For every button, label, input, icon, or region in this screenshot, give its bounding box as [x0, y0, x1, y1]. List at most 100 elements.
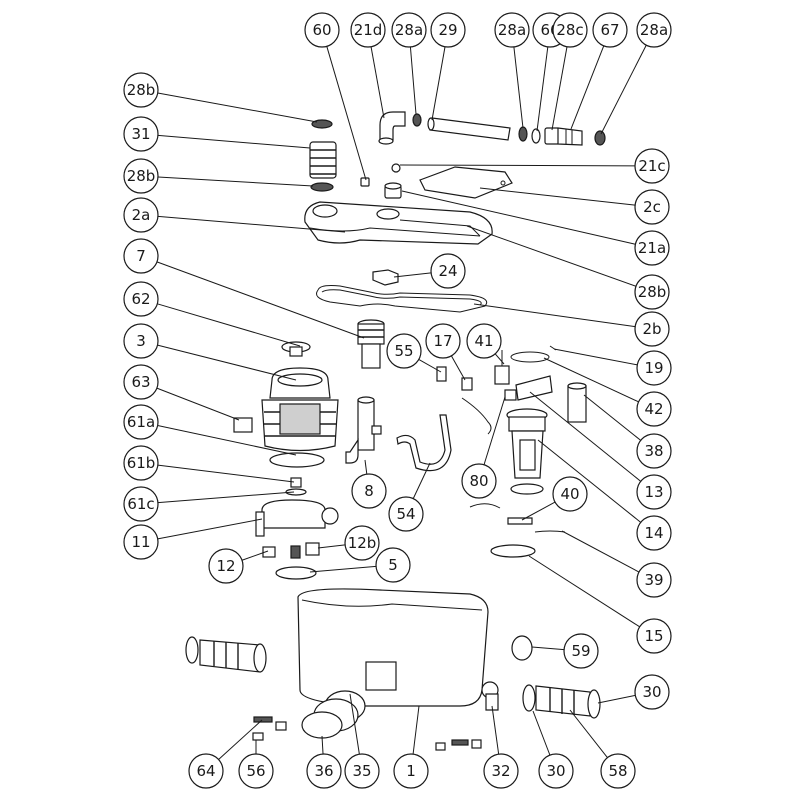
callout-circle [634, 274, 670, 310]
callout-62: 62 [123, 281, 159, 317]
callout-41: 41 [466, 323, 502, 359]
callout-label: 14 [644, 524, 663, 542]
leader-line [399, 164, 636, 167]
callout-label: 11 [131, 533, 150, 551]
callout-56: 56 [238, 753, 274, 789]
part-31-bellows [309, 141, 337, 179]
leader-line [156, 261, 365, 339]
leader-lines [156, 44, 647, 760]
leader-line [473, 303, 636, 328]
part-42-ring [510, 351, 550, 363]
leader-line [157, 303, 301, 347]
callout-42: 42 [636, 391, 672, 427]
callout-31: 31 [123, 116, 159, 152]
callout-label: 30 [642, 683, 661, 701]
leader-line [521, 501, 556, 521]
callout-circle [344, 525, 380, 561]
part-21d-elbow [378, 111, 406, 145]
part-5-disc [275, 566, 317, 580]
callout-circle [494, 12, 530, 48]
callout-8: 8 [351, 473, 387, 509]
callout-80: 80 [461, 463, 497, 499]
leader-line [561, 530, 640, 573]
callout-5: 5 [375, 547, 411, 583]
callout-circle [123, 323, 159, 359]
callout-circle [600, 753, 636, 789]
part-loose-block-1 [435, 742, 446, 751]
callout-circle [636, 515, 672, 551]
callout-58: 58 [600, 753, 636, 789]
part-14-pressure-assembly [506, 408, 548, 495]
callout-label: 28a [640, 21, 668, 39]
leader-line [583, 394, 642, 441]
callout-59: 59 [563, 633, 599, 669]
callout-label: 64 [196, 762, 215, 780]
leader-line [483, 396, 506, 465]
part-12-block [262, 546, 276, 558]
part-80-sensor [504, 389, 517, 401]
leader-line [309, 565, 377, 573]
callout-label: 8 [364, 482, 374, 500]
leader-line [412, 705, 420, 755]
part-15-gasket [490, 544, 536, 558]
leader-line [412, 462, 431, 499]
part-17-connector [461, 377, 473, 391]
callout-24: 24 [430, 253, 466, 289]
callout-21d: 21d [350, 12, 386, 48]
part-2c-cover [419, 166, 513, 199]
callout-circle [592, 12, 628, 48]
callout-circle [636, 433, 672, 469]
callout-28a: 28a [636, 12, 672, 48]
callout-label: 67 [600, 21, 619, 39]
callout-circle [552, 476, 588, 512]
callout-21a: 21a [634, 230, 670, 266]
callout-55: 55 [386, 333, 422, 369]
callout-label: 63 [131, 373, 150, 391]
callout-label: 29 [438, 21, 457, 39]
callout-2b: 2b [634, 311, 670, 347]
leader-line [370, 46, 385, 119]
callout-circle [123, 158, 159, 194]
callout-label: 1 [406, 762, 416, 780]
leader-line [431, 46, 446, 121]
callout-7: 7 [123, 238, 159, 274]
callout-40: 40 [552, 476, 588, 512]
callout-61a: 61a [123, 404, 159, 440]
callout-circle [425, 323, 461, 359]
callout-28b: 28b [123, 158, 159, 194]
part-61c-washer [285, 488, 307, 496]
callout-32: 32 [483, 753, 519, 789]
part-38-cylinder [567, 382, 587, 423]
callout-11: 11 [123, 524, 159, 560]
callout-63: 63 [123, 364, 159, 400]
part-7-bellows [357, 319, 385, 369]
leader-line [317, 544, 346, 549]
leader-line [321, 735, 324, 755]
callout-label: 60 [312, 21, 331, 39]
callout-circle [123, 116, 159, 152]
callout-label: 40 [560, 485, 579, 503]
callout-64: 64 [188, 753, 224, 789]
part-56-block [252, 732, 264, 741]
callout-61c: 61c [123, 486, 159, 522]
leader-line [241, 550, 269, 561]
callout-circle [123, 364, 159, 400]
part-40-float [469, 503, 533, 525]
callout-circle [123, 404, 159, 440]
leader-line [528, 555, 640, 628]
part-2a-top-housing [304, 201, 493, 245]
callout-circle [430, 12, 466, 48]
callout-label: 12 [216, 557, 235, 575]
callout-label: 19 [644, 359, 663, 377]
callout-circle [123, 197, 159, 233]
leader-line [600, 44, 647, 135]
part-1-tank [297, 588, 499, 707]
part-63-plate [233, 417, 253, 433]
leader-line [543, 357, 639, 403]
callout-circle [304, 12, 340, 48]
part-21a-fitting [384, 182, 402, 199]
part-2b-gasket [316, 285, 488, 313]
callout-circle [123, 524, 159, 560]
